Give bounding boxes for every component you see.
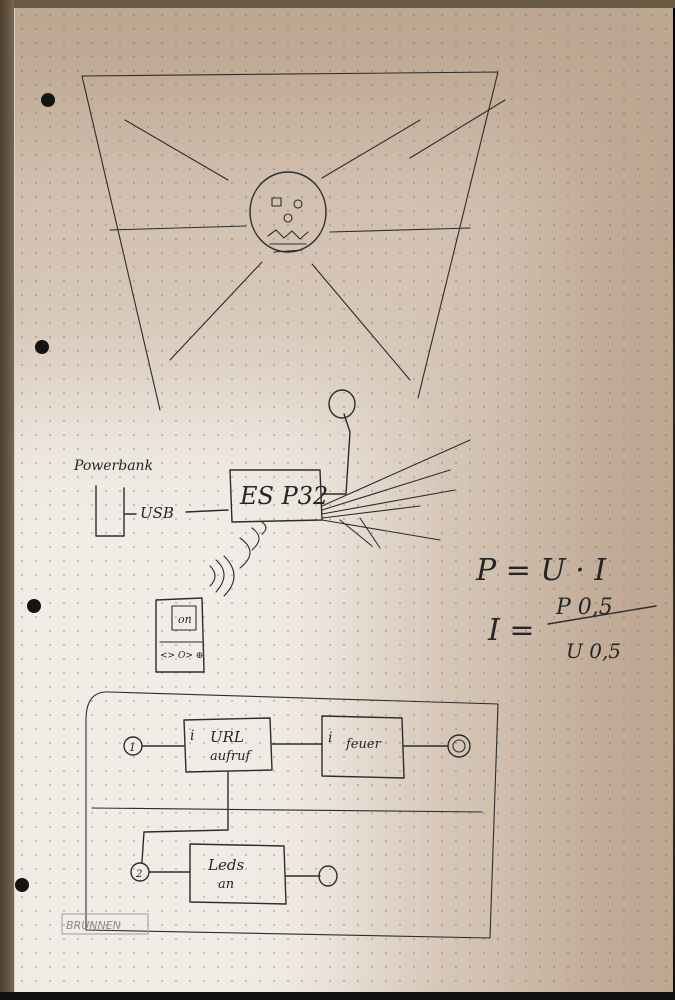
formula-denominator: U 0,5 xyxy=(566,639,621,663)
face-eye xyxy=(293,199,303,209)
usb-label: USB xyxy=(140,504,174,522)
powerbank-box xyxy=(95,485,137,537)
phone-outline xyxy=(155,597,205,673)
sensor-head xyxy=(328,389,356,419)
flow-end-node xyxy=(447,734,471,758)
projection-rays xyxy=(109,99,506,381)
face-mouth xyxy=(267,229,309,253)
brand-logo-frame xyxy=(61,913,149,935)
brand-logo-text: BRUNNEN xyxy=(66,919,121,932)
usb-cable xyxy=(185,509,229,513)
formula-i: I = xyxy=(487,613,535,648)
flow-start2-node xyxy=(130,862,150,882)
bottom-edge xyxy=(0,992,675,1000)
punch-hole xyxy=(41,93,55,107)
flow-step-url-marker: ⅰ xyxy=(190,728,194,744)
flow-step-leds xyxy=(189,843,287,905)
phone-button-label: on xyxy=(178,613,192,626)
flow-diagram: 1 ⅰ URL aufruf ⅰ feuer 2 Leds an xyxy=(85,691,499,939)
hardware-sketch: Powerbank USB ES P32 on <> O> ⊕ xyxy=(73,389,471,673)
flow-branch xyxy=(141,771,229,863)
flow-step-leds-line1: Leds xyxy=(207,856,244,874)
flow-end-node-inner xyxy=(452,739,466,753)
flow-step-url-line2: aufruf xyxy=(210,749,253,764)
phone-wifi-waves xyxy=(209,555,235,597)
flow-step-leds-line2: an xyxy=(218,877,234,892)
formula-line1: P = U · I xyxy=(475,553,607,588)
flow-end2-node xyxy=(318,865,338,887)
brand-logo: BRUNNEN xyxy=(61,913,149,935)
flow-step-feuer-label: feuer xyxy=(345,737,382,752)
face-head xyxy=(249,171,327,253)
face-eye xyxy=(271,197,282,207)
flow-divider xyxy=(91,807,483,813)
powerbank-label: Powerbank xyxy=(73,458,153,474)
led-strip-wires xyxy=(321,439,471,549)
punch-hole xyxy=(35,340,49,354)
flow-frame xyxy=(85,691,499,939)
projection-frame xyxy=(81,71,499,411)
flow-step-url-line1: URL xyxy=(210,728,244,746)
phone-controls-label: <> O> ⊕ xyxy=(160,651,203,661)
flow-step-feuer xyxy=(321,715,405,779)
flow-start2-label: 2 xyxy=(135,869,142,880)
phone-screen xyxy=(159,605,203,643)
punch-hole xyxy=(27,599,41,613)
formula-numerator: P 0,5 xyxy=(555,595,613,620)
binder-edge xyxy=(0,0,14,1000)
flow-step-url xyxy=(183,717,273,773)
formula: P = U · I I = P 0,5 U 0,5 xyxy=(475,553,657,663)
face-nose xyxy=(283,213,293,223)
flow-step-feuer-marker: ⅰ xyxy=(328,730,332,746)
esp32-label: ES P32 xyxy=(239,482,328,510)
punch-hole xyxy=(15,878,29,892)
flow-start-label: 1 xyxy=(129,741,136,754)
sensor-wire xyxy=(321,413,351,495)
formula-fraction-bar xyxy=(547,605,657,625)
projection-sketch xyxy=(81,71,506,411)
esp32-wifi-waves xyxy=(239,521,267,569)
